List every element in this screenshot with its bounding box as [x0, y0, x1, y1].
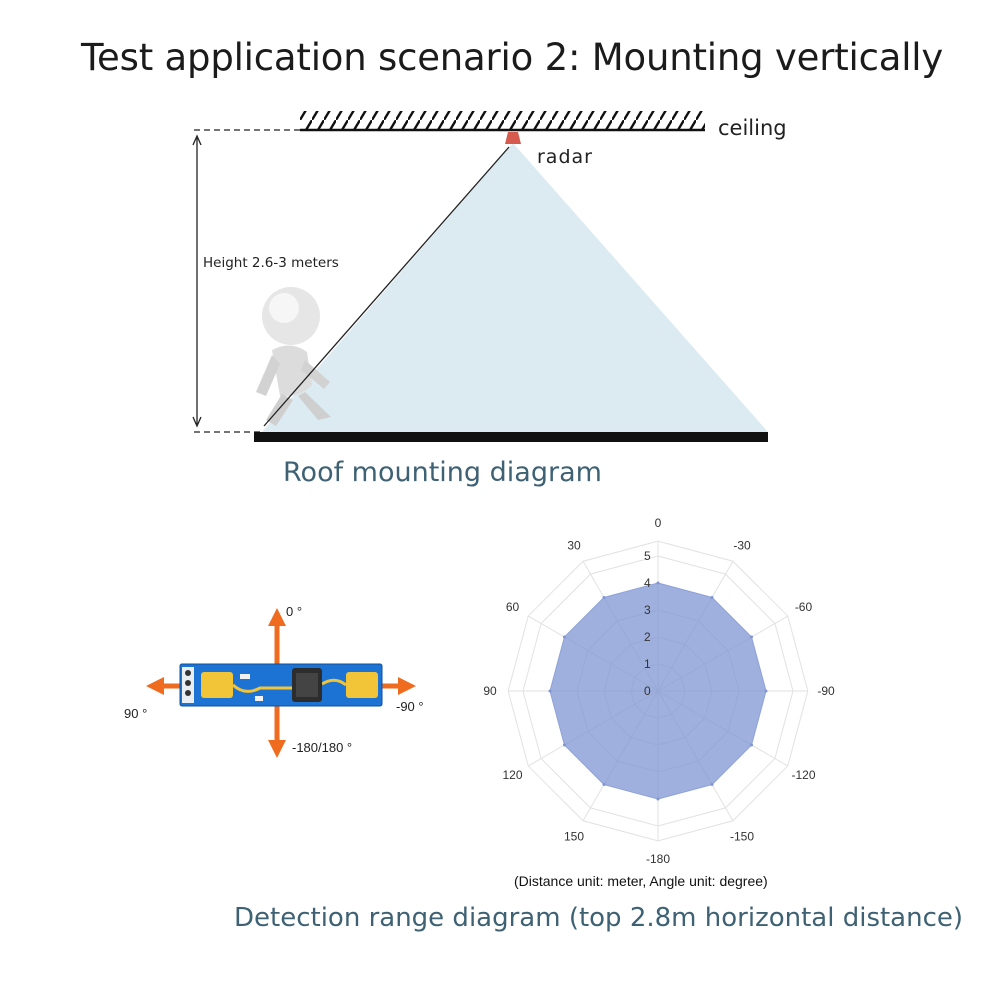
data-point — [602, 783, 606, 787]
angle-label: -150 — [730, 829, 754, 843]
angle-label: -90 — [817, 684, 835, 698]
arrow-left-icon — [146, 677, 164, 695]
roof-mounting-caption: Roof mounting diagram — [283, 457, 602, 488]
radial-tick-label: 4 — [644, 576, 651, 590]
data-point — [602, 595, 606, 599]
data-point — [562, 635, 566, 639]
data-point — [562, 743, 566, 747]
units-note: (Distance unit: meter, Angle unit: degre… — [514, 873, 768, 889]
angle-label: 150 — [564, 829, 584, 843]
page-title: Test application scenario 2: Mounting ve… — [80, 36, 944, 79]
ceiling-label: ceiling — [718, 116, 787, 140]
radial-tick-label: 2 — [644, 630, 651, 644]
radar-icon — [505, 132, 521, 144]
ceiling-hatch — [300, 111, 705, 130]
sight-line — [263, 146, 510, 427]
height-label: Height 2.6-3 meters — [203, 255, 339, 271]
data-point — [710, 595, 714, 599]
angle-label: 90 — [483, 684, 497, 698]
data-point — [750, 743, 754, 747]
angle-label: -180 — [646, 852, 670, 865]
radar-beam — [262, 143, 768, 432]
angle-left-label: 90 ° — [124, 706, 147, 721]
angle-label: -60 — [795, 600, 813, 614]
angle-top-label: 0 ° — [286, 604, 302, 619]
angle-label: 60 — [506, 600, 520, 614]
detection-range-chart: 0 1 2 3 4 5 0 -30 -60 -90 -120 -150 -180 150 120 90 60 3… — [483, 516, 835, 865]
data-point — [656, 797, 660, 801]
data-point — [656, 581, 660, 585]
data-point — [750, 635, 754, 639]
detection-range-caption: Detection range diagram (top 2.8m horizo… — [234, 903, 964, 933]
detection-area — [549, 582, 767, 800]
radial-tick-label: 5 — [644, 549, 651, 563]
floor-bar — [254, 432, 768, 442]
arrow-down-icon — [268, 740, 286, 758]
radial-tick-label: 1 — [644, 657, 651, 671]
radar-label: radar — [537, 146, 593, 168]
data-point — [548, 689, 552, 693]
angle-label: -30 — [733, 539, 751, 553]
mounting-diagram: ceiling radar Height 2.6-3 meters — [192, 111, 787, 442]
person-icon — [256, 287, 331, 426]
angle-right-label: -90 ° — [396, 699, 424, 714]
angle-label: 0 — [655, 516, 662, 530]
arrow-right-icon — [398, 677, 416, 695]
angle-label: -120 — [791, 768, 815, 782]
radial-tick-label: 3 — [644, 603, 651, 617]
angle-label: 30 — [567, 539, 581, 553]
angle-label: 120 — [502, 768, 522, 782]
module-orientation-diagram: 0 ° 90 ° -90 ° -180/180 ° — [124, 604, 424, 758]
radial-tick-label: 0 — [644, 684, 651, 698]
data-point — [710, 783, 714, 787]
data-point — [764, 689, 768, 693]
angle-bottom-label: -180/180 ° — [292, 740, 352, 755]
arrow-up-icon — [268, 608, 286, 626]
radar-module-board — [179, 663, 383, 707]
